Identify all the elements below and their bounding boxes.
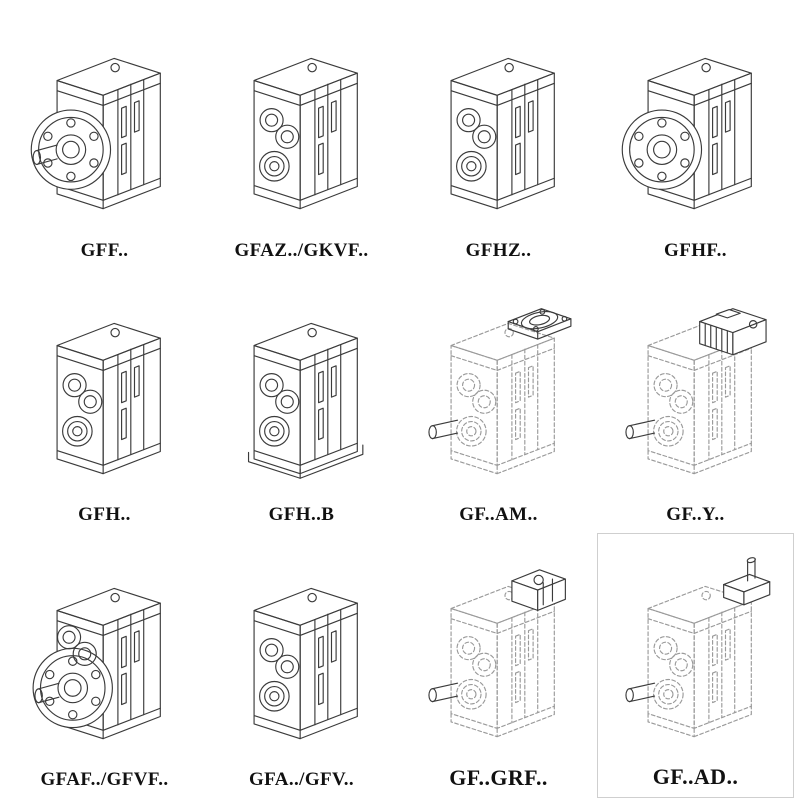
output-bearing [455,151,487,182]
drawing-area [205,271,398,504]
gearbox-drawing-input-shaft-adapter [624,555,770,737]
output-bearing [61,415,93,447]
gearbox-drawing-flange-bores-shaft [32,587,161,739]
gearbox-body-outline-dashed [449,322,555,475]
drawing-area [600,536,791,763]
gear-bores [258,637,299,679]
electric-motor [698,308,767,356]
drawing-area [205,535,398,768]
gearbox-drawing-hollow-shaft [449,58,555,210]
gearbox-drawing-hollow-shaft [252,587,358,739]
gearbox-body-outline [252,322,358,475]
cell-gf-ad: GF..AD.. [597,533,794,798]
output-bearing-dashed [455,415,487,447]
model-label: GF..Y.. [666,504,725,526]
output-bearing-dashed [652,678,684,710]
model-label: GF..AM.. [459,504,538,526]
gear-bores [258,108,299,150]
drawing-area [8,6,201,239]
model-label: GFH..B [268,504,335,526]
model-label: GFAF../GFVF.. [40,768,169,790]
model-label: GF..AD.. [652,763,739,789]
model-label: GF..GRF.. [449,764,548,790]
gear-bores-dashed [652,373,693,414]
drawing-area [205,6,398,239]
gear-bores [258,373,299,414]
gear-bores [455,108,496,150]
model-label: GFA../GFV.. [248,768,355,790]
gearbox-drawing-flange-solid-shaft [30,58,161,210]
input-shaft-adapter [722,555,770,606]
gearbox-body-outline-dashed [646,585,752,737]
gearbox-drawing-iec-motor-adapter [427,308,571,475]
output-bearing [258,680,290,712]
drawing-area [8,535,201,768]
output-shaft [624,682,655,702]
gearbox-drawing-gear-adapter [427,568,566,737]
drawing-area [402,535,595,764]
output-bearing [258,415,290,447]
model-label: GFHF.. [664,239,727,261]
iec-motor-flange [507,308,571,340]
output-shaft [427,419,458,440]
drawing-area [599,6,792,239]
cell-gfhz: GFHZ.. [400,4,597,269]
gearbox-body-outline [55,322,161,475]
output-shaft [624,419,655,440]
cell-gfaz-gkvf: GFAZ../GKVF.. [203,4,400,269]
cell-gf-y: GF..Y.. [597,269,794,534]
gear-bores-dashed [455,373,496,414]
cell-gfhf: GFHF.. [597,4,794,269]
cell-gfaf-gfvf: GFAF../GFVF.. [6,533,203,798]
cell-gf-grf: GF..GRF.. [400,533,597,798]
output-bearing [258,151,290,182]
gearbox-drawing-with-motor [624,308,767,475]
drawing-area [599,271,792,504]
output-bearing-dashed [455,678,487,710]
gearbox-drawing-foot-hollow-baseplate [247,322,363,479]
gear-bores [61,373,102,414]
input-gear-adapter [510,568,566,611]
cell-gf-am: GF..AM.. [400,269,597,534]
gearbox-body-outline [449,58,555,210]
output-bearing-dashed [652,415,684,447]
drawing-area [402,6,595,239]
gear-bores-dashed [455,635,496,677]
gearbox-body-outline [252,587,358,739]
drawing-area [8,271,201,504]
output-flange [32,647,113,728]
drawing-area [402,271,595,504]
output-shaft [427,682,458,702]
cell-gfh-b: GFH..B [203,269,400,534]
model-label: GFHZ.. [465,239,532,261]
output-flange [30,109,111,191]
model-label: GFH.. [78,504,131,526]
model-label: GFAZ../GKVF.. [234,239,369,261]
gear-bores-dashed [652,635,693,677]
gearbox-drawing-foot-hollow [55,322,161,475]
model-label: GFF.. [80,239,129,261]
cell-gfa-gfv: GFA../GFV.. [203,533,400,798]
output-flange [621,109,702,191]
cell-gff: GFF.. [6,4,203,269]
cell-gfh: GFH.. [6,269,203,534]
gearbox-drawing-flange-hollow [621,58,752,210]
gearbox-body-outline [252,58,358,210]
baseplate [247,444,363,479]
gearbox-drawing-hollow-shaft [252,58,358,210]
